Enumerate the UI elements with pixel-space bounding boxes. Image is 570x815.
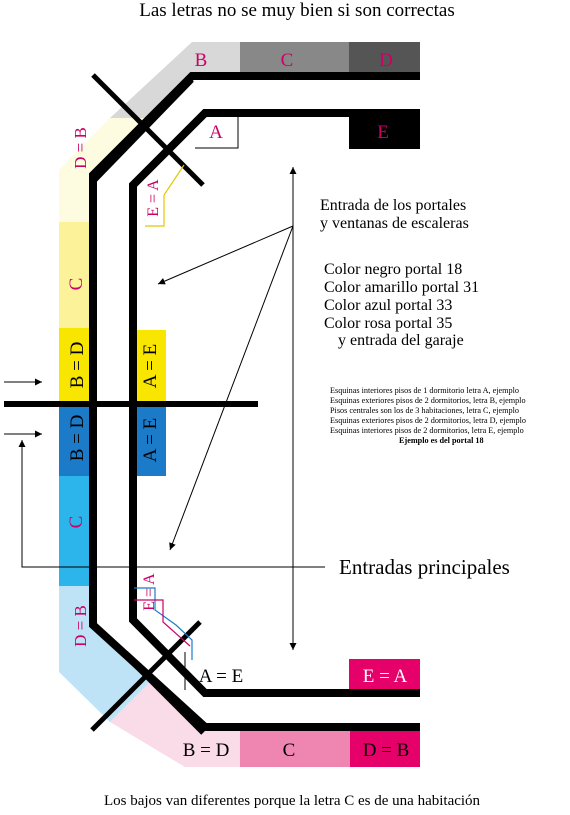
band-inner-e-black (349, 113, 420, 149)
band-left-c-blue (59, 476, 93, 586)
label-left-c-yellow: C (66, 278, 87, 291)
band-top-b (192, 42, 240, 76)
label-top-d: D (379, 50, 393, 71)
annotation-entrada-garaje: y entrada del garaje (338, 332, 464, 349)
annotation-entrada-portales-1: Entrada de los portales (320, 197, 466, 214)
band-top-d (349, 42, 420, 76)
label-inner-ea-bottom: E = A (141, 573, 158, 611)
label-bottom-ae: A = E (199, 666, 244, 687)
label-top-a: A (209, 122, 223, 143)
label-bottom-db: D = B (363, 740, 410, 761)
label-top-b: B (195, 50, 208, 71)
arrow-to-left-lower (169, 225, 294, 551)
band-left-c-yellow (59, 222, 93, 328)
outline-outer (89, 72, 420, 731)
label-left-c-blue: C (66, 516, 87, 529)
annotation-color-negro: Color negro portal 18 (324, 261, 462, 278)
cross-line-top-2 (93, 78, 194, 182)
annotation-entradas-principales: Entradas principales (339, 555, 510, 579)
band-corner-pale-blue (59, 586, 150, 722)
label-left-top-db: D = B (71, 127, 90, 169)
band-left-bd-yellow (59, 328, 93, 404)
legend-line-5: Esquinas interiores pisos de 2 dormitori… (330, 426, 524, 435)
label-inner-ae-yellow: A = E (140, 344, 161, 389)
band-bottom-c (240, 727, 350, 767)
cross-line-bottom-2 (93, 623, 205, 735)
band-corner-pale-yellow (59, 118, 150, 222)
annotation-color-azul: Color azul portal 33 (324, 297, 452, 314)
band-top-c (240, 42, 349, 76)
label-left-bd-blue: B = D (67, 415, 88, 462)
cross-line-top-1 (91, 73, 205, 187)
band-left-bd-blue (59, 404, 93, 476)
legend-bold: Ejemplo es del portal 18 (399, 436, 484, 445)
annotation-color-rosa: Color rosa portal 35 (324, 315, 452, 332)
page-footer: Los bajos van diferentes porque la letra… (104, 793, 481, 809)
legend-line-3: Pisos centrales son los de 3 habitacione… (330, 406, 519, 415)
annotation-color-amarillo: Color amarillo portal 31 (324, 279, 479, 296)
annotation-entrada-portales-2: y ventanas de escaleras (320, 215, 469, 232)
connector-top-a (195, 112, 239, 149)
label-bottom-c: C (283, 740, 296, 761)
arrow-entradas-principales (18, 440, 325, 568)
label-bottom-ea: E = A (363, 666, 408, 687)
band-diagonal-gray (110, 42, 192, 118)
label-bottom-bd: B = D (183, 740, 230, 761)
label-top-e: E (377, 122, 389, 143)
band-bottom-db (350, 727, 420, 767)
legend-line-1: Esquinas interiores pisos de 1 dormitori… (330, 386, 519, 395)
connector-top-yellow (145, 164, 185, 227)
band-inner-ea-pink (349, 659, 420, 693)
arrow-to-left-upper (157, 225, 294, 285)
label-inner-ea-top: E = A (145, 179, 162, 217)
band-inner-ae-yellow (133, 330, 166, 402)
label-inner-ae-blue: A = E (140, 418, 161, 463)
legend-line-2: Esquinas exteriores pisos de 2 dormitori… (330, 396, 526, 405)
page-title: Las letras no se muy bien si son correct… (139, 0, 455, 21)
band-inner-ae-blue (133, 404, 166, 476)
label-left-bd-yellow: B = D (67, 342, 88, 389)
label-top-c: C (281, 50, 294, 71)
connector-bottom-blue (134, 587, 193, 660)
label-left-db-bottom: D = B (71, 605, 90, 647)
legend-line-4: Esquinas exteriores pisos de 2 dormitori… (330, 416, 526, 425)
connector-bottom-pink (134, 599, 191, 647)
band-corner-pale-pink (110, 682, 240, 767)
